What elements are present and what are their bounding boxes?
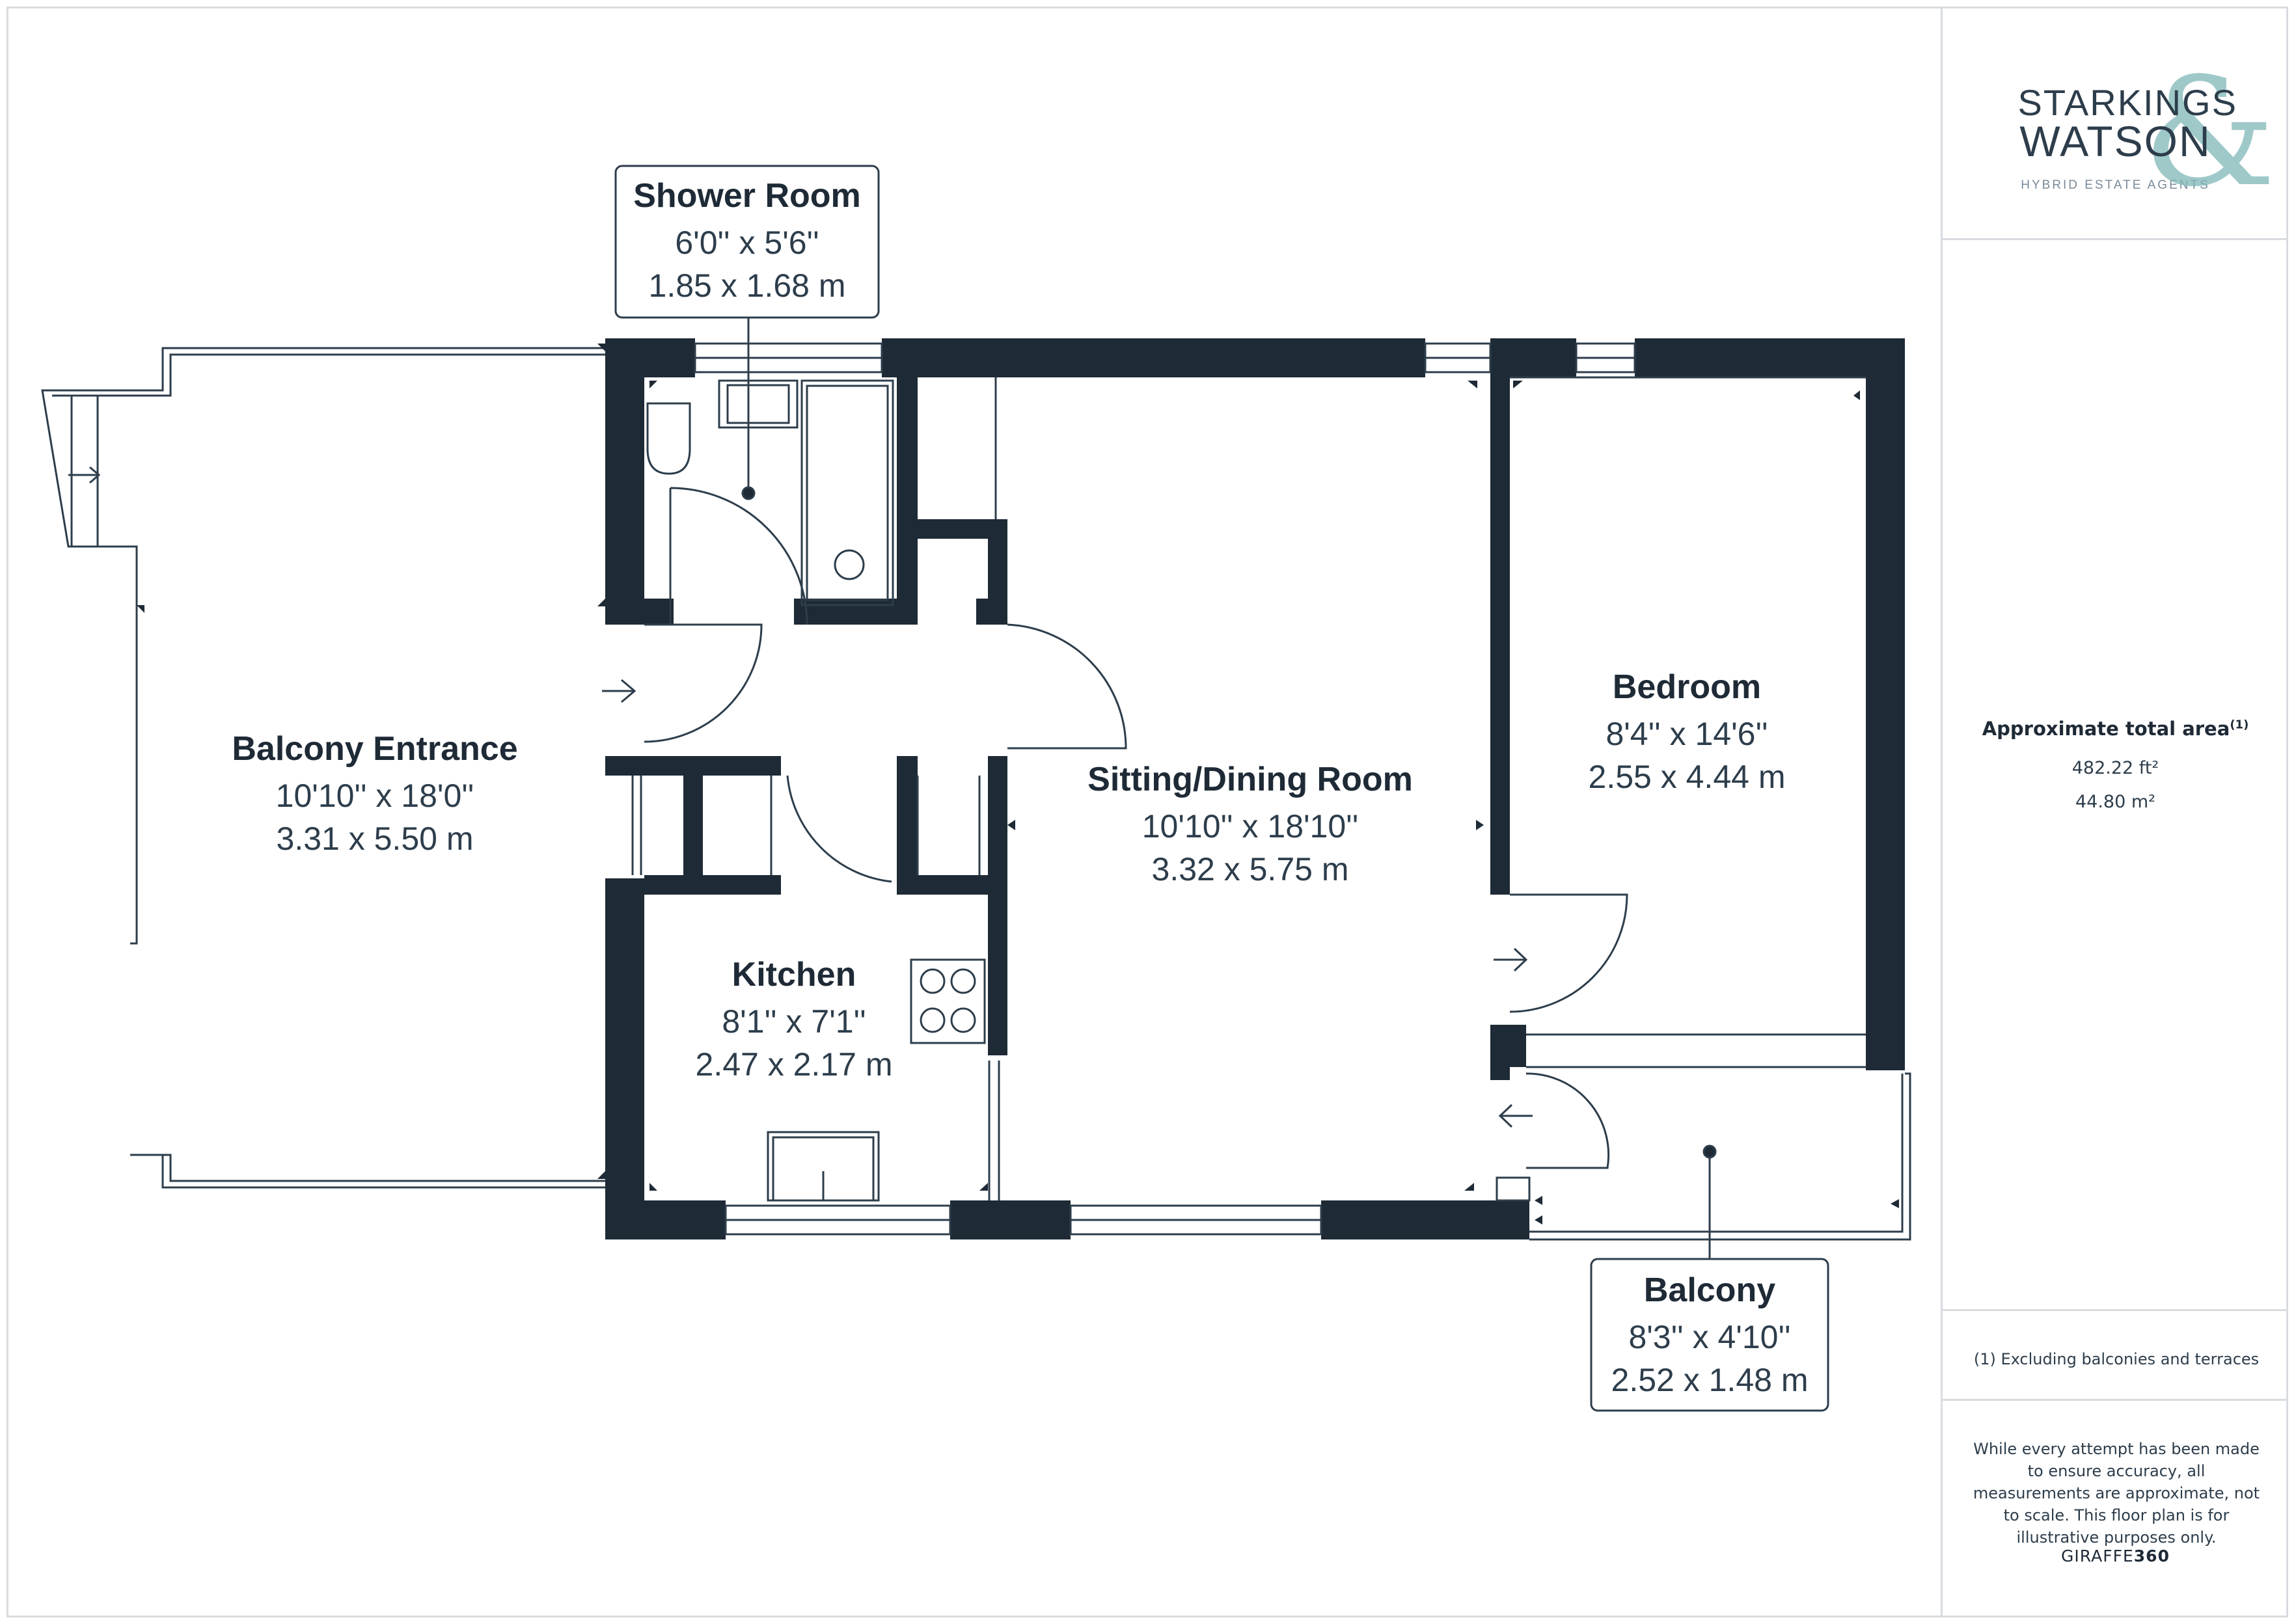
floor-plan: Shower Room 6'0'' x 5'6'' 1.85 x 1.68 m …	[41, 165, 1911, 1412]
sitting-dining-name: Sitting/Dining Room	[1087, 761, 1413, 798]
sidebar-divider	[1943, 238, 2288, 240]
brand-logo: & STARKINGS WATSON HYBRID ESTATE AGENTS	[1943, 59, 2288, 208]
shower-room-label-box	[614, 165, 880, 319]
bedroom-metric: 2.55 x 4.44 m	[1589, 759, 1786, 795]
area-sqft: 482.22 ft²	[2071, 758, 2159, 778]
area-footnote: (1) Excluding balconies and terraces	[1973, 1350, 2260, 1368]
balcony-label-box	[1590, 1258, 1829, 1412]
area-sqm: 44.80 m²	[2075, 792, 2155, 812]
logo-tagline: HYBRID ESTATE AGENTS	[2021, 178, 2210, 192]
kitchen-imperial: 8'1'' x 7'1''	[722, 1003, 866, 1040]
fixtures	[41, 342, 1911, 1241]
balcony-imperial: 8'3'' x 4'10''	[1628, 1319, 1790, 1355]
disclaimer: While every attempt has been made to ens…	[1973, 1440, 2260, 1547]
balcony-entrance-metric: 3.31 x 5.50 m	[277, 820, 474, 857]
bedroom-name: Bedroom	[1613, 668, 1761, 706]
bedroom-imperial: 8'4'' x 14'6''	[1606, 716, 1768, 752]
page-frame	[7, 7, 2288, 1617]
sitting-dining-metric: 3.32 x 5.75 m	[1152, 851, 1349, 887]
shower-room-name: Shower Room	[633, 177, 861, 215]
giraffe360-credit: GIRAFFE360	[2061, 1547, 2170, 1565]
room-labels: Shower Room 6'0'' x 5'6'' 1.85 x 1.68 m …	[232, 177, 1808, 1398]
balcony-metric: 2.52 x 1.48 m	[1611, 1362, 1809, 1398]
shower-room-imperial: 6'0'' x 5'6''	[675, 224, 819, 261]
logo-line-1: STARKINGS	[2017, 82, 2237, 123]
balcony-entrance-imperial: 10'10'' x 18'0''	[276, 778, 474, 814]
sitting-dining-imperial: 10'10'' x 18'10''	[1142, 808, 1359, 845]
kitchen-name: Kitchen	[732, 956, 856, 994]
shower-room-metric: 1.85 x 1.68 m	[649, 267, 846, 304]
sidebar-divider	[1943, 1309, 2288, 1311]
logo-line-2: WATSON	[2019, 117, 2211, 165]
balcony-entrance-name: Balcony Entrance	[232, 730, 517, 768]
label-pointers	[741, 318, 1717, 1259]
sidebar-divider	[1943, 1399, 2288, 1401]
kitchen-metric: 2.47 x 2.17 m	[696, 1046, 893, 1083]
logo-mark: &	[2142, 46, 2276, 220]
balcony-name: Balcony	[1644, 1271, 1775, 1309]
walls	[605, 338, 1905, 1239]
dimension-markers	[137, 344, 1899, 1225]
area-title: Approximate total area(1)	[1982, 718, 2249, 740]
info-sidebar: & STARKINGS WATSON HYBRID ESTATE AGENTS …	[1941, 7, 2288, 1617]
